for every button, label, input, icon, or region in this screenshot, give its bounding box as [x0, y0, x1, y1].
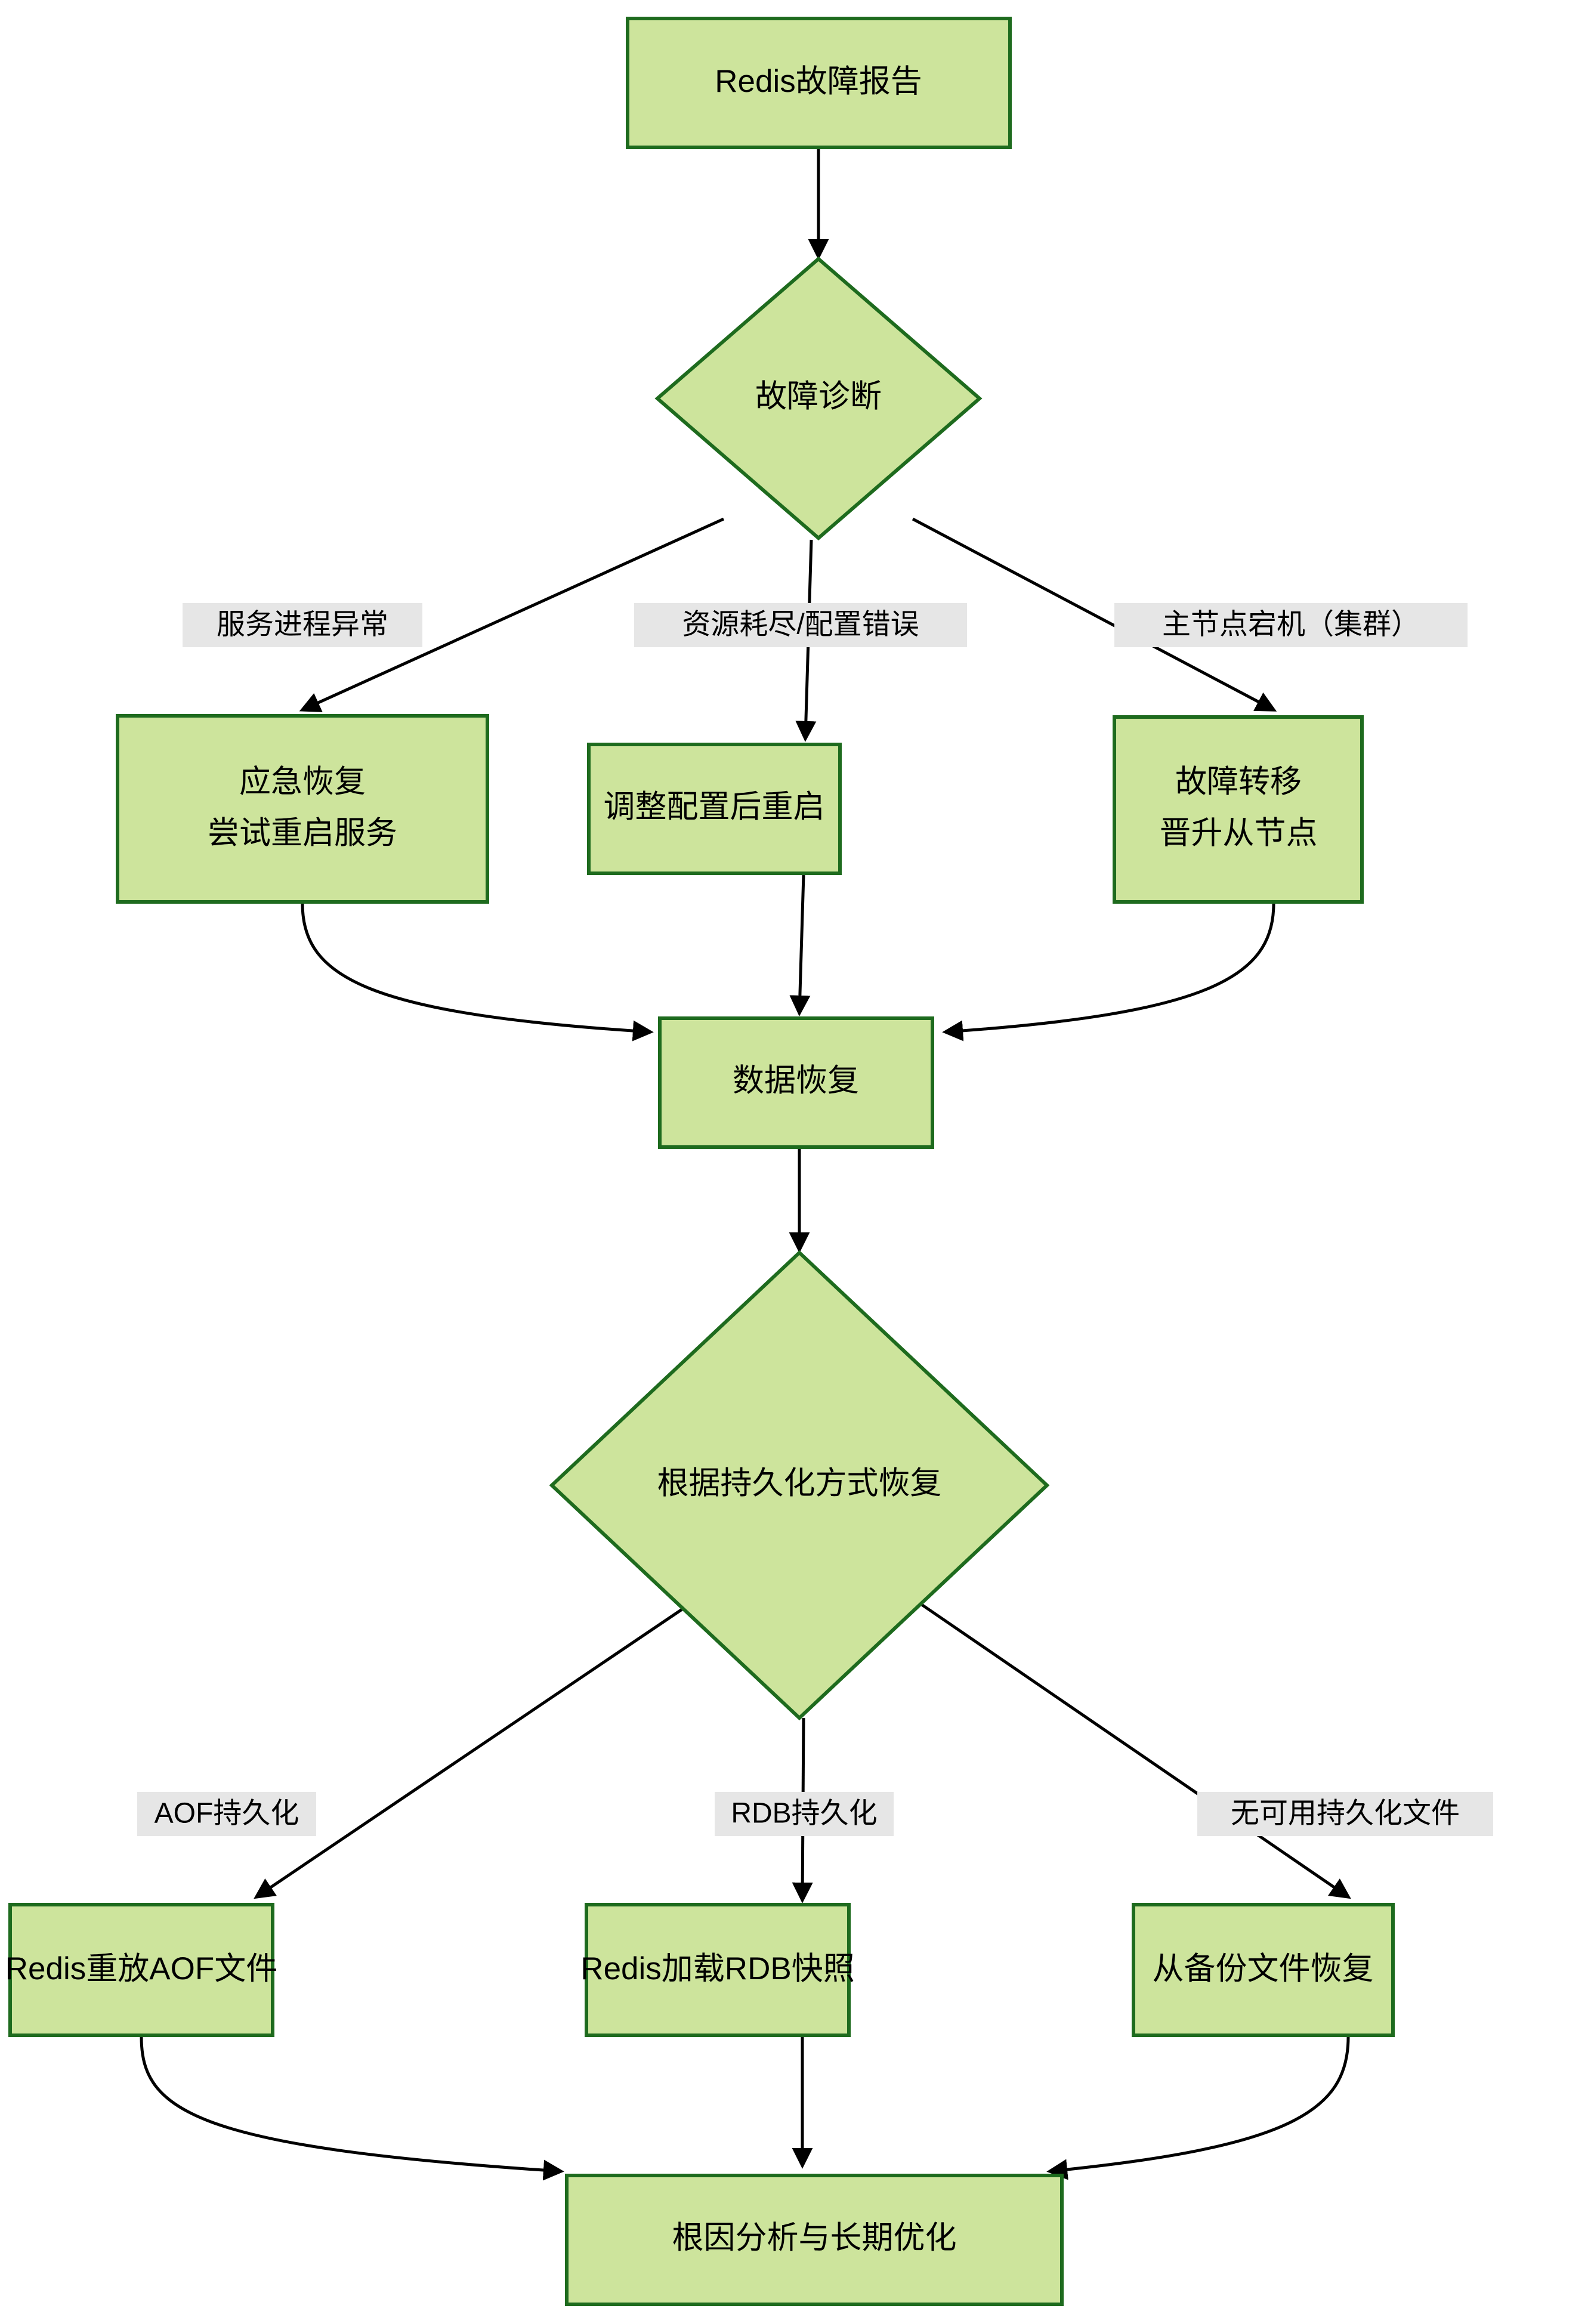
- edge-label-resource-exhaustion: 资源耗尽/配置错误: [634, 603, 967, 647]
- node-redis-fault-report[interactable]: Redis故障报告: [626, 17, 1012, 149]
- edge-label-no-persistence-file-bg: [1197, 1792, 1493, 1836]
- node-emergency-recovery-label-line2: 尝试重启服务: [208, 815, 397, 851]
- edge-label-service-process-abnormal-bg: [183, 603, 422, 647]
- edge-label-resource-exhaustion-text: 资源耗尽/配置错误: [682, 609, 919, 641]
- edge-label-master-node-down: 主节点宕机（集群）: [1114, 603, 1468, 647]
- edge-reconfig-to-datarecovery: [789, 874, 811, 1016]
- edge-failover-to-datarecovery: [942, 903, 1275, 1042]
- edge-diagnosis-to-failover: [912, 517, 1277, 712]
- node-redis-load-rdb-label: Redis加载RDB快照: [580, 1951, 854, 1986]
- node-redis-replay-aof-label: Redis重放AOF文件: [5, 1951, 277, 1986]
- node-data-recovery-label: 数据恢复: [733, 1063, 859, 1098]
- node-root-cause-optimization-label: 根因分析与长期优化: [672, 2220, 957, 2255]
- edge-label-aof-persistence: AOF持久化: [137, 1792, 316, 1836]
- node-reconfigure-restart-shape: [587, 743, 842, 875]
- node-restore-from-backup-label: 从备份文件恢复: [1153, 1951, 1374, 1986]
- node-redis-fault-report-shape: [626, 17, 1012, 149]
- node-emergency-recovery-shape: [116, 714, 489, 904]
- edge-aof-to-rootcause: [140, 2036, 564, 2181]
- node-redis-fault-report-label: Redis故障报告: [715, 64, 922, 99]
- node-root-cause-optimization-shape: [565, 2174, 1064, 2306]
- node-root-cause-optimization[interactable]: 根因分析与长期优化: [565, 2174, 1064, 2306]
- edge-label-master-node-down-text: 主节点宕机（集群）: [1162, 609, 1420, 641]
- node-failover-promote-replica-label-line1: 故障转移: [1175, 764, 1302, 799]
- edge-label-no-persistence-file-text: 无可用持久化文件: [1231, 1798, 1460, 1829]
- node-failover-promote-replica-shape: [1113, 715, 1364, 904]
- node-reconfigure-restart-label: 调整配置后重启: [604, 789, 825, 824]
- edge-label-no-persistence-file: 无可用持久化文件: [1197, 1792, 1493, 1836]
- node-restore-from-backup[interactable]: 从备份文件恢复: [1132, 1903, 1395, 2037]
- node-data-recovery-shape: [658, 1016, 934, 1149]
- node-data-recovery[interactable]: 数据恢复: [658, 1016, 934, 1149]
- node-persistence-mode-decision-shape: [549, 1250, 1050, 1721]
- node-redis-replay-aof-shape: [8, 1903, 274, 2037]
- edge-persistence-to-aof: [254, 1603, 690, 1899]
- node-fault-diagnosis[interactable]: 故障诊断: [654, 256, 983, 540]
- node-persistence-mode-decision-label: 根据持久化方式恢复: [657, 1466, 942, 1501]
- node-emergency-recovery-label-line1: 应急恢复: [239, 764, 366, 799]
- node-persistence-mode-decision[interactable]: 根据持久化方式恢复: [549, 1250, 1050, 1721]
- node-redis-replay-aof[interactable]: Redis重放AOF文件: [5, 1903, 277, 2037]
- node-restore-from-backup-shape: [1132, 1903, 1395, 2037]
- edge-label-rdb-persistence-bg: [715, 1792, 894, 1836]
- edge-label-service-process-abnormal-text: 服务进程异常: [217, 609, 388, 641]
- node-fault-diagnosis-label: 故障诊断: [755, 379, 882, 414]
- edge-label-service-process-abnormal: 服务进程异常: [183, 603, 422, 647]
- node-fault-diagnosis-shape: [654, 256, 983, 540]
- edge-emergency-to-datarecovery: [301, 903, 654, 1042]
- edge-persistence-to-backup: [920, 1603, 1351, 1899]
- edge-label-aof-persistence-text: AOF持久化: [155, 1798, 299, 1829]
- edge-group: [140, 149, 1351, 2181]
- node-reconfigure-restart[interactable]: 调整配置后重启: [587, 743, 842, 875]
- node-redis-load-rdb[interactable]: Redis加载RDB快照: [580, 1903, 855, 2037]
- edge-label-master-node-down-bg: [1114, 603, 1468, 647]
- node-failover-promote-replica[interactable]: 故障转移 晋升从节点: [1113, 715, 1364, 904]
- edge-backup-to-rootcause: [1046, 2036, 1350, 2180]
- edge-label-resource-exhaustion-bg: [634, 603, 967, 647]
- edge-label-rdb-persistence: RDB持久化: [715, 1792, 894, 1836]
- node-redis-load-rdb-shape: [585, 1903, 851, 2037]
- node-emergency-recovery[interactable]: 应急恢复 尝试重启服务: [116, 714, 489, 904]
- edge-label-rdb-persistence-text: RDB持久化: [731, 1798, 877, 1829]
- edge-diagnosis-to-emergency: [299, 517, 725, 712]
- edge-label-aof-persistence-bg: [137, 1792, 316, 1836]
- node-failover-promote-replica-label-line2: 晋升从节点: [1160, 815, 1318, 851]
